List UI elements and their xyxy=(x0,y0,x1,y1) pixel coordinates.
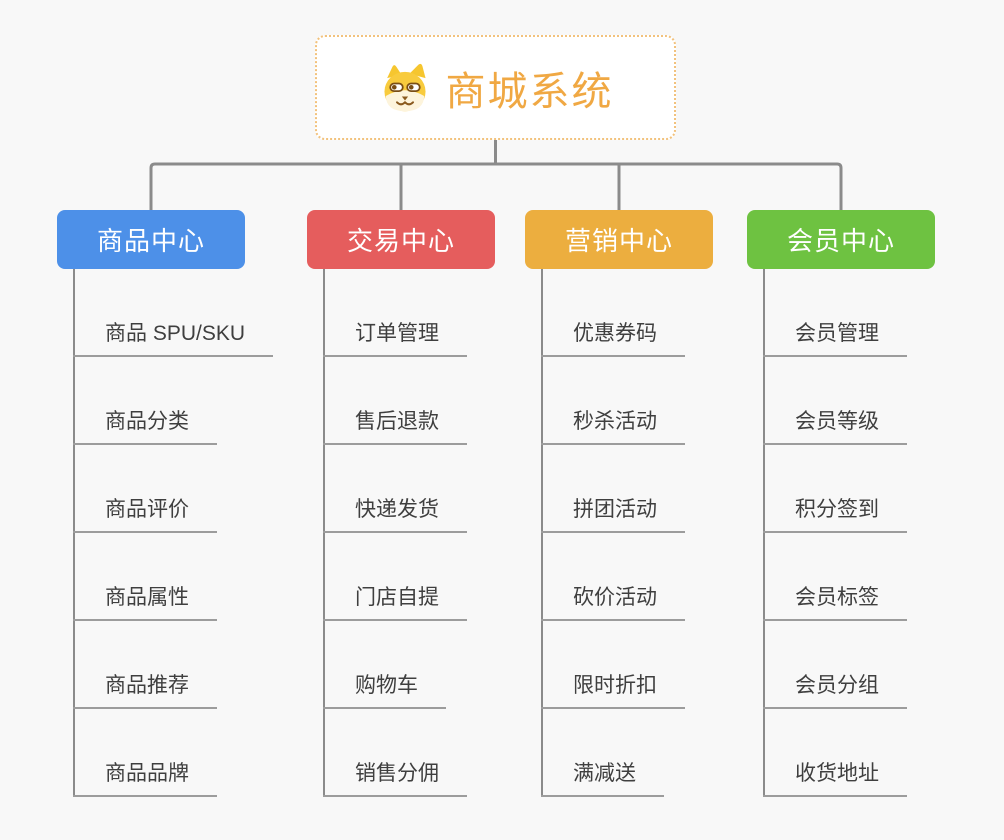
child-topic[interactable]: 会员等级 xyxy=(763,357,907,445)
child-topic-label: 会员标签 xyxy=(763,585,907,621)
branch-topic-trade-center[interactable]: 交易中心 xyxy=(307,210,495,269)
branch-topic-label: 交易中心 xyxy=(346,226,455,256)
child-topic-label: 销售分佣 xyxy=(323,761,467,797)
child-topic[interactable]: 会员分组 xyxy=(763,621,907,709)
branch-children-product-center: 商品 SPU/SKU 商品分类 商品评价 商品属性 商品推荐 商品品牌 xyxy=(73,269,274,797)
child-topic-label: 会员分组 xyxy=(763,673,907,709)
child-topic[interactable]: 商品品牌 xyxy=(73,709,273,797)
branch-topic-label: 会员中心 xyxy=(786,226,895,256)
child-topic[interactable]: 销售分佣 xyxy=(323,709,467,797)
branch-topic-label: 营销中心 xyxy=(564,226,673,256)
child-topic[interactable]: 限时折扣 xyxy=(541,621,685,709)
child-topic-label: 满减送 xyxy=(541,761,664,797)
child-topic[interactable]: 售后退款 xyxy=(323,357,467,445)
branch-children-member-center: 会员管理 会员等级 积分签到 会员标签 会员分组 收货地址 xyxy=(763,269,907,797)
child-topic[interactable]: 订单管理 xyxy=(323,269,467,357)
child-topic-label: 拼团活动 xyxy=(541,497,685,533)
child-topic-label: 商品评价 xyxy=(73,497,217,533)
child-topic[interactable]: 秒杀活动 xyxy=(541,357,685,445)
child-topic-label: 限时折扣 xyxy=(541,673,685,709)
branch-topic-label: 商品中心 xyxy=(96,226,205,256)
branch-topic-member-center[interactable]: 会员中心 xyxy=(747,210,935,269)
branch-children-trade-center: 订单管理 售后退款 快递发货 门店自提 购物车 销售分佣 xyxy=(323,269,467,797)
child-topic[interactable]: 商品推荐 xyxy=(73,621,273,709)
dog-face-icon xyxy=(378,63,432,113)
child-topic-label: 商品属性 xyxy=(73,585,217,621)
child-topic[interactable]: 砍价活动 xyxy=(541,533,685,621)
child-topic[interactable]: 优惠券码 xyxy=(541,269,685,357)
child-topic[interactable]: 快递发货 xyxy=(323,445,467,533)
child-topic[interactable]: 商品属性 xyxy=(73,533,273,621)
child-topic-label: 商品 SPU/SKU xyxy=(73,321,274,357)
child-topic-label: 会员等级 xyxy=(763,409,907,445)
child-topic-label: 优惠券码 xyxy=(541,321,685,357)
branch-children-marketing-center: 优惠券码 秒杀活动 拼团活动 砍价活动 限时折扣 满减送 xyxy=(541,269,685,797)
child-topic-label: 秒杀活动 xyxy=(541,409,685,445)
child-topic[interactable]: 商品评价 xyxy=(73,445,273,533)
child-topic-label: 购物车 xyxy=(323,673,446,709)
root-topic-label: 商城系统 xyxy=(445,69,614,114)
child-topic[interactable]: 积分签到 xyxy=(763,445,907,533)
child-topic[interactable]: 购物车 xyxy=(323,621,467,709)
child-topic-label: 商品品牌 xyxy=(73,761,217,797)
child-topic[interactable]: 会员标签 xyxy=(763,533,907,621)
child-topic-label: 快递发货 xyxy=(323,497,467,533)
child-topic[interactable]: 商品分类 xyxy=(73,357,273,445)
child-topic-label: 会员管理 xyxy=(763,321,907,357)
child-topic[interactable]: 商品 SPU/SKU xyxy=(73,269,274,357)
child-topic-label: 积分签到 xyxy=(763,497,907,533)
branch-topic-product-center[interactable]: 商品中心 xyxy=(57,210,245,269)
child-topic-label: 售后退款 xyxy=(323,409,467,445)
child-topic-label: 商品分类 xyxy=(73,409,217,445)
child-topic-label: 收货地址 xyxy=(763,761,907,797)
child-topic-label: 订单管理 xyxy=(323,321,467,357)
child-topic[interactable]: 会员管理 xyxy=(763,269,907,357)
child-topic-label: 商品推荐 xyxy=(73,673,217,709)
child-topic[interactable]: 满减送 xyxy=(541,709,685,797)
branch-bus-line xyxy=(149,162,843,211)
child-topic[interactable]: 门店自提 xyxy=(323,533,467,621)
child-topic-label: 门店自提 xyxy=(323,585,467,621)
child-topic[interactable]: 拼团活动 xyxy=(541,445,685,533)
child-topic-label: 砍价活动 xyxy=(541,585,685,621)
root-topic[interactable]: 商城系统 xyxy=(315,35,676,140)
branch-topic-marketing-center[interactable]: 营销中心 xyxy=(525,210,713,269)
child-topic[interactable]: 收货地址 xyxy=(763,709,907,797)
